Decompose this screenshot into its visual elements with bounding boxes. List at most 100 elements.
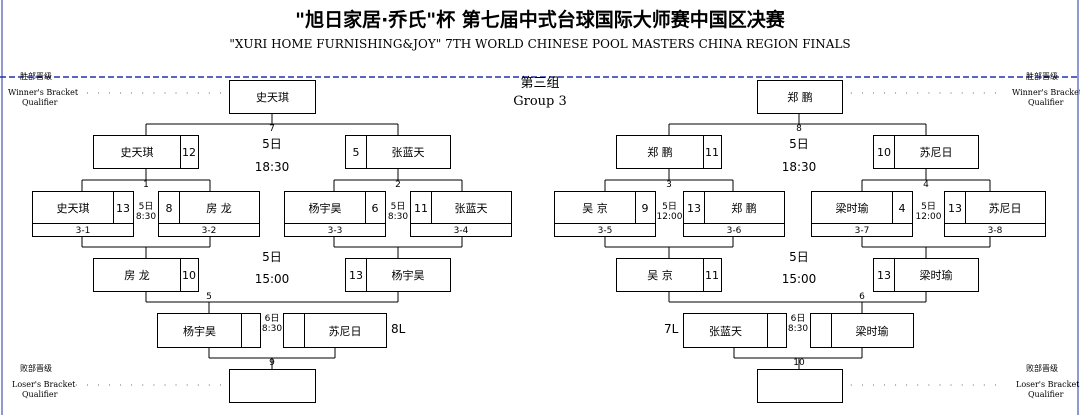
score: 13: [687, 201, 701, 215]
score: 13: [116, 201, 130, 215]
match-slot: 13 梁时瑜: [873, 258, 979, 292]
title-english: "XURI HOME FURNISHING&JOY" 7TH WORLD CHI…: [229, 37, 851, 51]
match-date: 6日: [264, 314, 280, 324]
winner-qualifier-box-left: 史天琪: [229, 80, 316, 114]
score: 11: [414, 201, 428, 215]
score: 11: [705, 145, 719, 159]
match-label: 3-8: [987, 226, 1003, 236]
match-label: 3-1: [75, 226, 91, 236]
schedule-date: 5日: [262, 250, 282, 264]
player-name: 郑 鹏: [647, 146, 673, 159]
player-name: 房 龙: [206, 202, 232, 215]
loser-label-en1-left: Loser's Bracket: [12, 380, 76, 389]
match-label: 3-7: [854, 226, 870, 236]
score: [241, 314, 260, 347]
match-slot: 13 杨宇昊: [345, 258, 451, 292]
player-name: 房 龙: [124, 269, 150, 282]
score: [811, 314, 831, 347]
dots-winner-right: · · · · · · · · · · · · · · · · · · · ·: [850, 89, 1000, 98]
match-number: 1: [143, 180, 149, 190]
match-date: 5日: [662, 202, 677, 212]
player-name: 杨宇昊: [308, 202, 342, 215]
loser-qualifier-box-left: [229, 369, 316, 403]
match-date: 6日: [790, 314, 806, 324]
match-time: 8:30: [787, 324, 809, 334]
match-label: 3-6: [726, 226, 742, 236]
player-name: 杨宇昊: [183, 324, 216, 338]
player-name: 史天琪: [256, 91, 289, 104]
score: [767, 314, 786, 347]
match-number: 9: [269, 358, 275, 368]
match-label: 3-4: [453, 226, 469, 236]
match-slot: 8 房 龙 3-2: [158, 191, 260, 237]
player-name: 苏尼日: [988, 202, 1022, 215]
loser-label-en1-right: Loser's Bracket: [1016, 380, 1080, 389]
match-slot: 郑 鹏 11: [616, 135, 722, 169]
match-number: 4: [923, 180, 929, 190]
loser-label-en2-right: Qualifier: [1028, 390, 1064, 399]
loser-qualifier-box-right: [757, 369, 843, 403]
match-number: 10: [793, 358, 805, 368]
score: [284, 314, 304, 347]
match-label: 3-3: [327, 226, 343, 236]
score: 8: [165, 201, 173, 215]
player-name: 史天琪: [56, 202, 90, 215]
score: 13: [877, 268, 891, 282]
winner-label-cn-left: 胜部晋级: [20, 72, 52, 81]
player-name: 梁时瑜: [835, 202, 869, 215]
player-name: 吴 京: [647, 269, 673, 282]
match-time: 8:30: [261, 324, 283, 334]
match-time: 8:30: [135, 212, 157, 222]
match-slot: 梁时瑜 4 3-7: [811, 191, 913, 237]
match-number: 2: [395, 180, 401, 190]
match-date: 5日: [138, 202, 154, 212]
player-name: 张蓝天: [391, 146, 425, 159]
match-number: 8: [796, 124, 802, 134]
player-name: 苏尼日: [919, 146, 953, 159]
match-slot: 10 苏尼日: [873, 135, 979, 169]
match-slot: 史天琪 13 3-1: [32, 191, 134, 237]
loser-label-cn-left: 败部晋级: [20, 364, 52, 373]
dots-winner-left: · · · · · · · · · · · · · · · · · · · ·: [75, 89, 225, 98]
winner-label-en2-left: Qualifier: [22, 98, 58, 107]
winner-label-cn-right: 胜部晋级: [1026, 72, 1058, 81]
match-number: 3: [666, 180, 672, 190]
match-slot: 苏尼日: [283, 313, 387, 348]
player-name: 郑 鹏: [731, 202, 757, 215]
schedule-time: 18:30: [254, 160, 290, 174]
title-chinese: "旭日家居·乔氏"杯 第七届中式台球国际大师赛中国区决赛: [295, 9, 785, 31]
player-name: 梁时瑜: [855, 324, 889, 338]
schedule-time: 15:00: [254, 272, 290, 286]
match-time: 8:30: [387, 212, 409, 222]
match-number: 6: [859, 292, 865, 302]
player-name: [758, 370, 842, 402]
player-name: 梁时瑜: [919, 269, 953, 282]
player-name: [230, 370, 315, 402]
score: 13: [349, 268, 363, 282]
match-slot: 吴 京 11: [616, 258, 722, 292]
match-slot: 房 龙 10: [93, 258, 199, 292]
score: 6: [371, 201, 379, 215]
score: 10: [182, 268, 196, 282]
match-time: 12:00: [656, 212, 683, 222]
score: 11: [705, 268, 719, 282]
match-slot: 张蓝天: [683, 313, 787, 348]
match-slot: 史天琪 12: [93, 135, 199, 169]
schedule-time: 15:00: [781, 272, 817, 286]
match-label: 3-2: [201, 226, 217, 236]
match-number: 5: [206, 292, 212, 302]
schedule-date: 5日: [789, 250, 809, 264]
score: 10: [877, 145, 891, 159]
match-slot: 杨宇昊: [157, 313, 261, 348]
player-name: 郑 鹏: [787, 91, 813, 104]
player-name: 张蓝天: [709, 324, 742, 338]
dots-loser-right: · · · · · · · · · · · · · · · · · · · ·: [850, 381, 1000, 390]
score: 12: [182, 145, 196, 159]
match-date: 5日: [390, 202, 406, 212]
player-name: 苏尼日: [328, 324, 362, 338]
player-name: 吴 京: [582, 202, 608, 215]
winner-qualifier-box-right: 郑 鹏: [757, 80, 843, 114]
loser-label-en2-left: Qualifier: [22, 390, 58, 399]
group-title-cn: 第三组: [520, 76, 560, 91]
